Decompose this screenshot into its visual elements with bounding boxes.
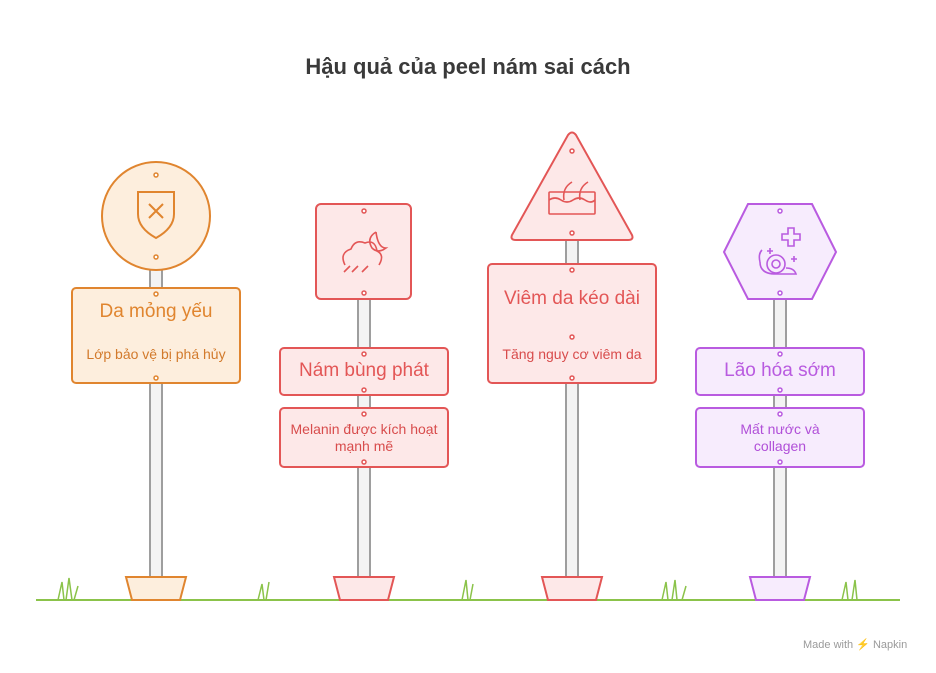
sign-detail: Tăng nguy cơ viêm da bbox=[502, 345, 642, 362]
sign-rivets bbox=[153, 148, 783, 465]
grass-icon bbox=[57, 577, 858, 601]
sign-heading: Nám bùng phát bbox=[299, 360, 429, 382]
page-title: Hậu quả của peel nám sai cách bbox=[305, 54, 631, 79]
sign-heading: Da mỏng yếu bbox=[99, 300, 213, 322]
sign-detail: Melanin được kích hoạt mạnh mẽ bbox=[290, 420, 438, 454]
sign-detail: Lớp bảo vệ bị phá hủy bbox=[86, 345, 226, 362]
shield-x-icon bbox=[137, 191, 175, 240]
sign-3 bbox=[487, 131, 657, 601]
snail-plus-icon bbox=[758, 227, 801, 275]
sign-4 bbox=[695, 203, 865, 601]
sign-heading: Lão hóa sớm bbox=[724, 360, 836, 382]
skin-layer-icon bbox=[548, 181, 596, 215]
sign-2 bbox=[279, 203, 449, 601]
footer-credit: Made with ⚡ Napkin bbox=[803, 639, 908, 651]
sign-1 bbox=[71, 161, 241, 601]
storm-cloud-icon bbox=[342, 231, 389, 273]
sign-poles bbox=[149, 237, 787, 579]
sign-detail: Mất nước và collagen bbox=[740, 420, 820, 454]
sign-heading: Viêm da kéo dài bbox=[504, 287, 640, 309]
